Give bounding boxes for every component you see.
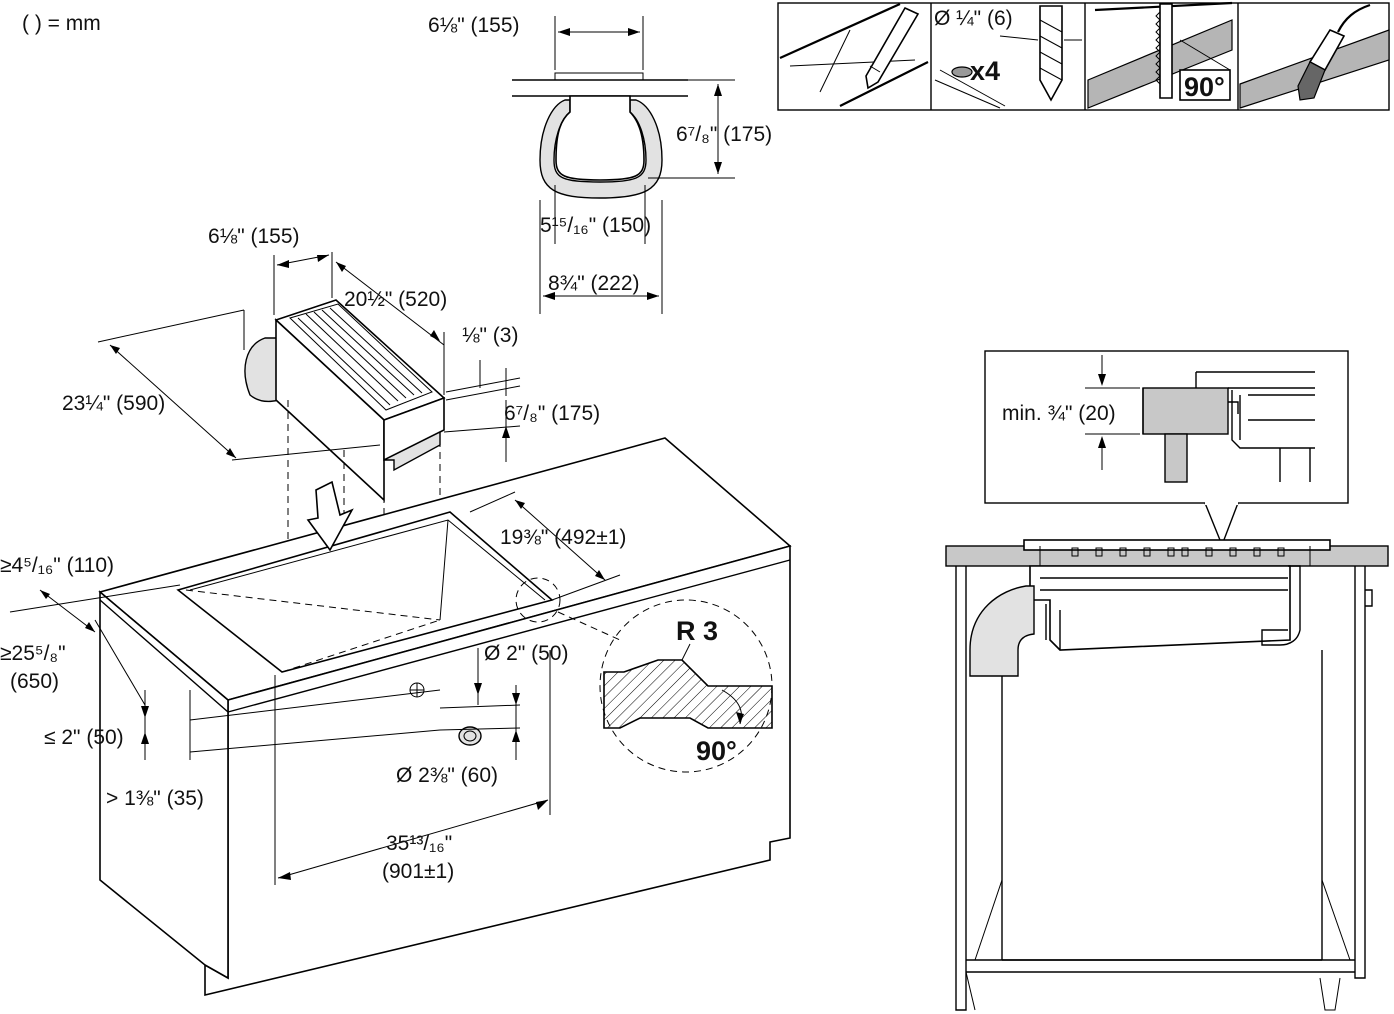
counter-depth-1: ≥25⁵/₈" [0,642,66,665]
wall-socket-large [458,726,482,746]
wall-socket-small [409,682,425,698]
unit-depth: 23¼" (590) [62,392,165,415]
jigsaw-blade-icon [1087,1,1233,109]
worktop-detail-callout [984,350,1349,546]
duct-outer-width: 8¾" (222) [548,272,640,295]
section-vent-slots [1071,547,1285,557]
drill-bit-icon [934,5,1082,109]
large-hole-diameter: Ø 2⅜" (60) [396,764,498,787]
duct-inner-width: 5¹⁵/₁₆" (150) [540,214,651,237]
tool-steps-panel: Ø ¼" (6) x4 90° [777,1,1390,111]
cutout-width-2: (901±1) [382,860,454,883]
sealing-brush-icon [1239,3,1390,109]
small-hole-diameter: Ø 2" (50) [484,642,568,665]
cutout-depth: 19⅜" (492±1) [500,526,626,549]
duct-top-width: 6⅛" (155) [428,14,520,37]
unit-height: 6⁷/₈" (175) [504,402,600,425]
unit-length: 20½" (520) [344,288,447,311]
counter-depth-2: (650) [10,670,59,693]
unit-grille [289,303,433,411]
unit-width: 6⅛" (155) [208,225,300,248]
rail-gap: ≤ 2" (50) [44,726,124,749]
drill-count-label: x4 [970,56,1000,86]
marking-pencil-icon [779,2,929,107]
edge-radius: R 3 [676,616,718,646]
front-edge-distance: ≥4⁵/₁₆" (110) [0,554,114,577]
duct-section-view [512,16,735,314]
duct-height: 6⁷/₈" (175) [676,123,772,146]
cutout-width-1: 35¹³/₁₆" [386,832,452,855]
edge-detail-magnifier [599,599,773,773]
min-thickness: min. ¾" (20) [1002,402,1116,425]
cabinet-section-view [945,539,1389,1011]
units-note: ( ) = mm [22,12,101,35]
cabinet-view [9,437,792,997]
saw-angle-label: 90° [1184,72,1225,102]
edge-angle: 90° [696,736,737,766]
hole-offset: > 1⅜" (35) [106,787,204,810]
drill-diameter-label: Ø ¼" (6) [934,7,1013,30]
unit-lip: ⅛" (3) [462,324,518,347]
downdraft-unit [97,252,521,640]
